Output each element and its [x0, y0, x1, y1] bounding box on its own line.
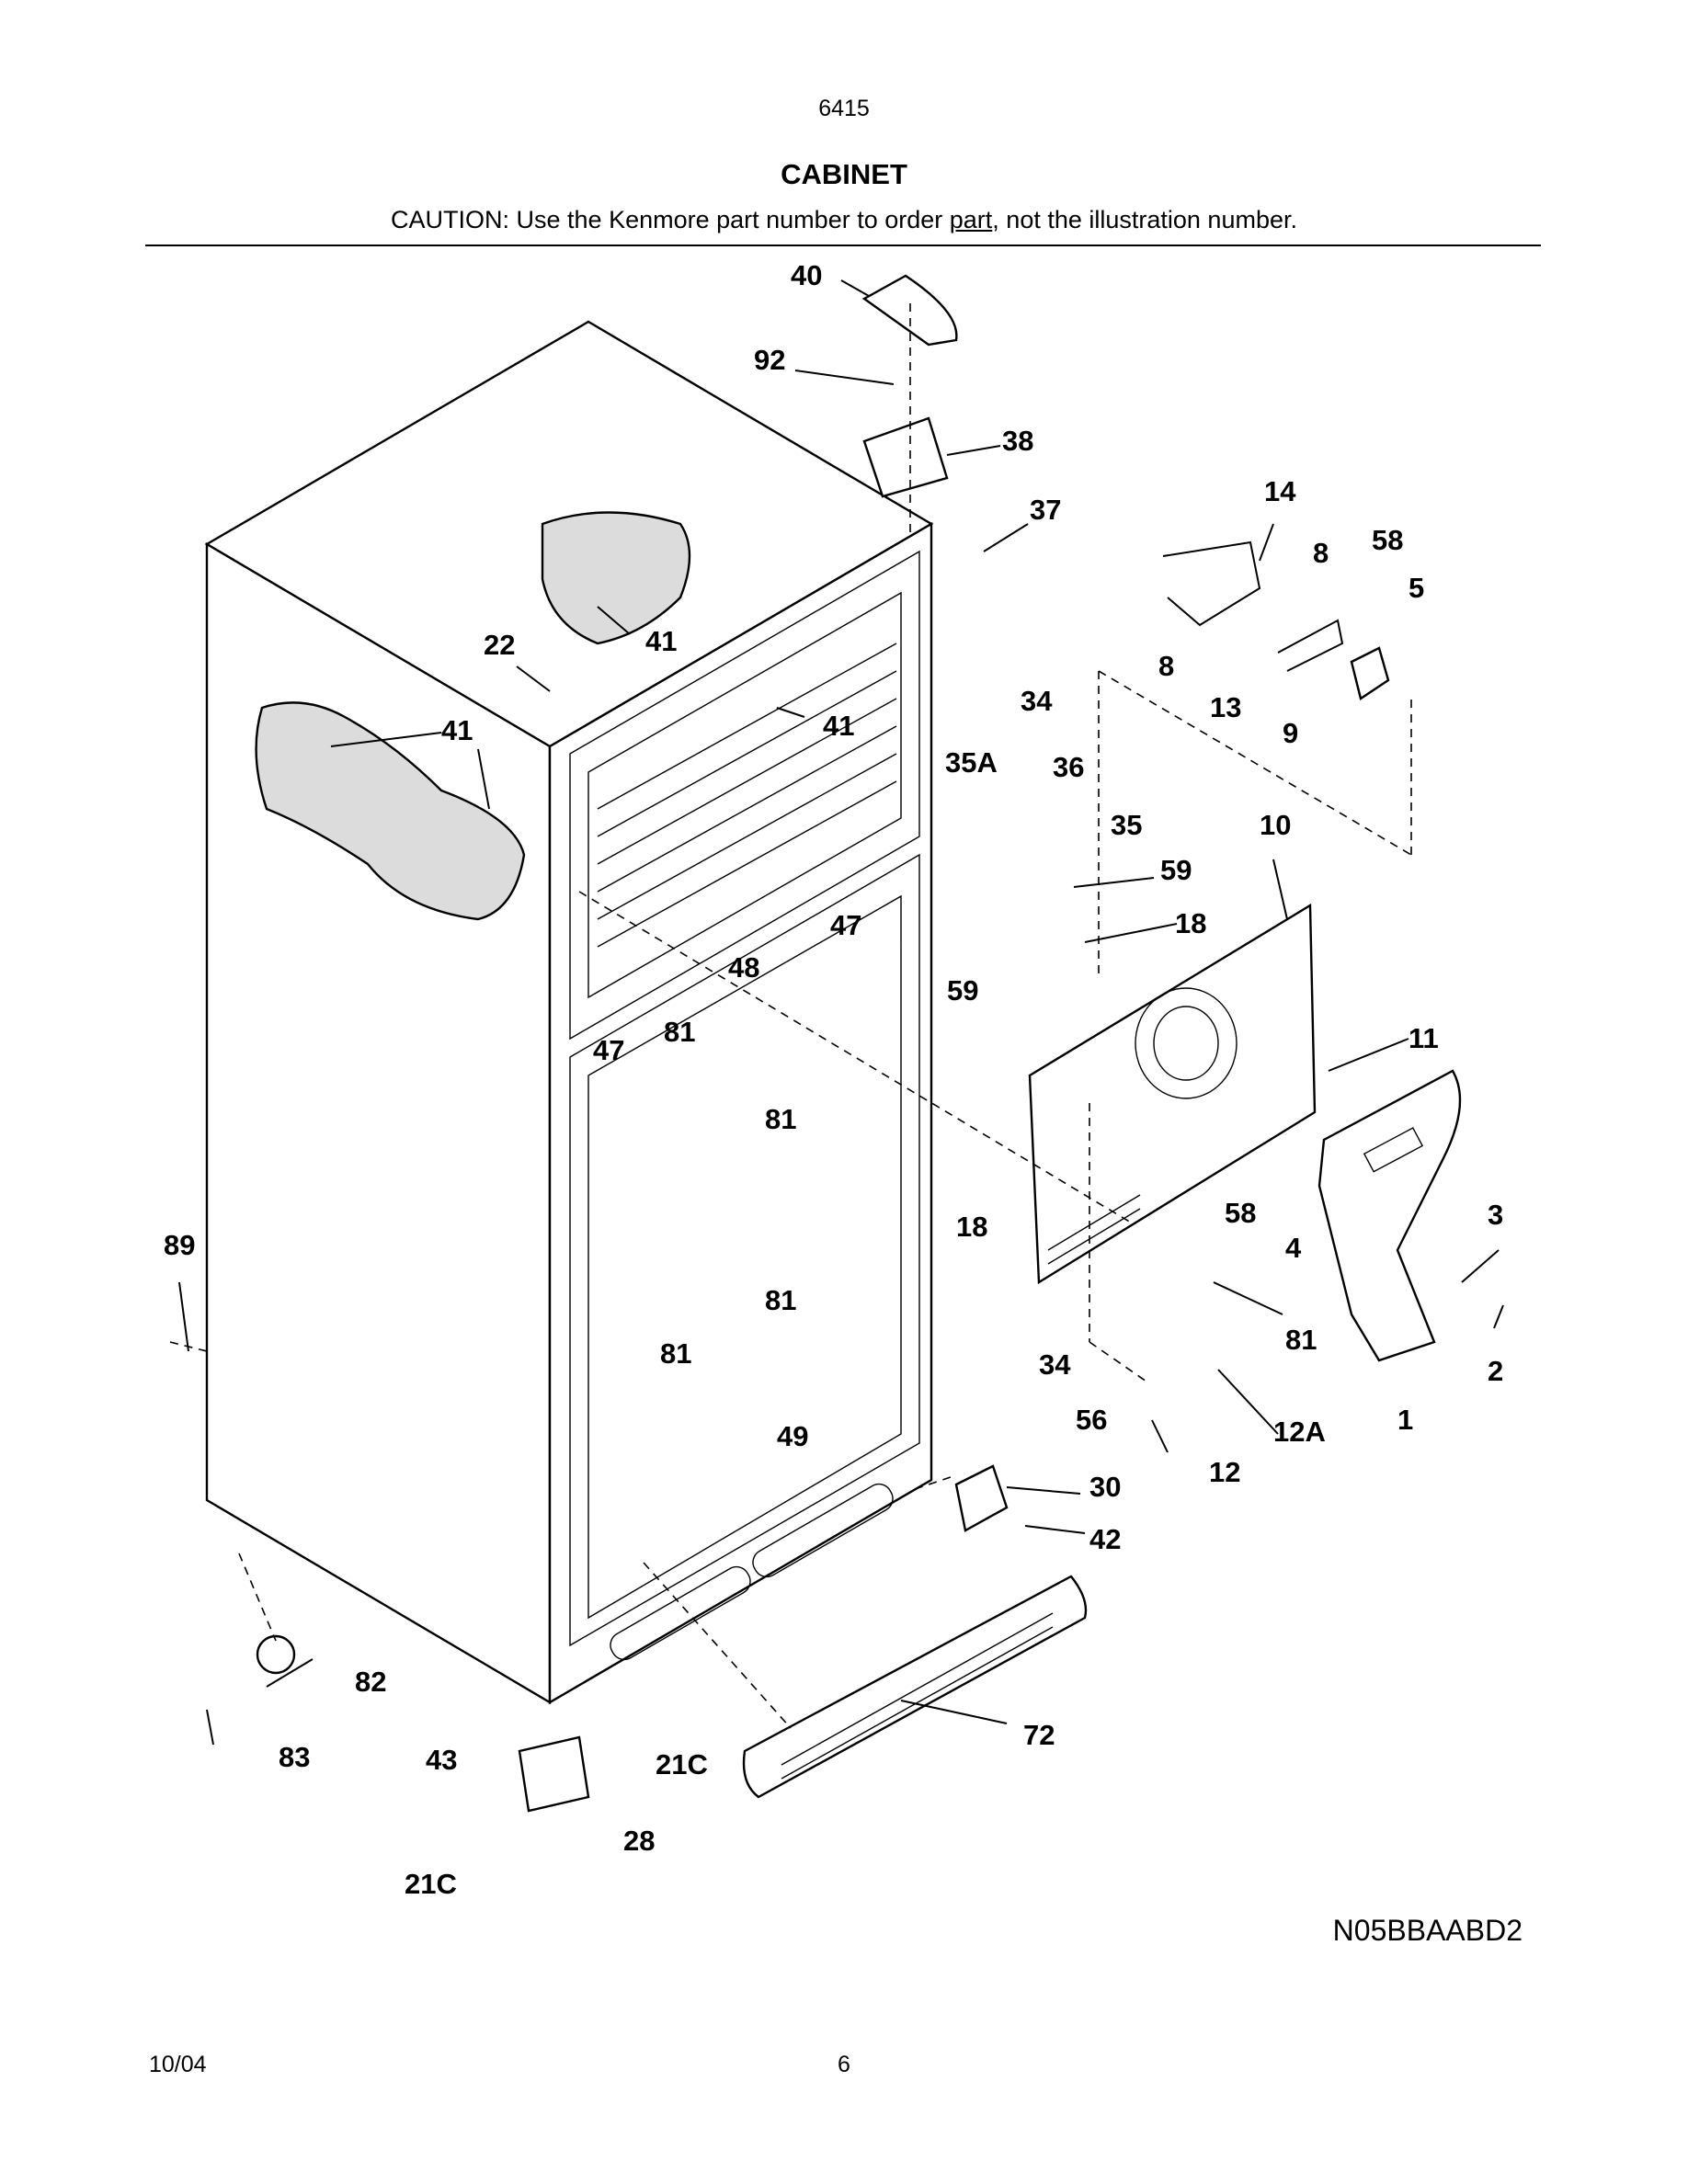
callout-81-lower: 81 — [660, 1337, 691, 1370]
leader-lines — [178, 279, 1504, 1746]
callout-81-bin: 81 — [765, 1284, 796, 1316]
callout-81-top: 81 — [664, 1016, 695, 1048]
callout-34-lower: 34 — [1039, 1348, 1071, 1381]
callout-36: 36 — [1053, 751, 1084, 783]
callout-30: 30 — [1089, 1471, 1121, 1503]
callout-14: 14 — [1264, 475, 1296, 507]
callout-47-left: 47 — [593, 1034, 624, 1066]
callout-35A: 35A — [945, 746, 998, 779]
callout-4: 4 — [1285, 1232, 1302, 1264]
callout-59-lower: 59 — [947, 974, 978, 1007]
callout-49: 49 — [777, 1420, 808, 1452]
callout-8-upper: 8 — [1313, 537, 1329, 569]
callout-13: 13 — [1210, 691, 1241, 723]
callout-5: 5 — [1409, 572, 1424, 604]
callout-81-middle: 81 — [765, 1103, 796, 1135]
revision-date: 10/04 — [149, 2052, 207, 2077]
callout-28: 28 — [623, 1825, 655, 1857]
callout-9: 9 — [1283, 717, 1298, 749]
callout-1: 1 — [1397, 1404, 1413, 1436]
caution-part-word: part — [949, 206, 993, 233]
callout-43: 43 — [426, 1744, 457, 1776]
callout-40: 40 — [791, 259, 822, 291]
callout-41-inner: 41 — [823, 710, 854, 742]
caution-text-start: CAUTION: Use the Kenmore part number to … — [391, 206, 950, 233]
callout-38: 38 — [1002, 425, 1033, 457]
control-housing-1 — [1317, 1069, 1462, 1362]
callout-72: 72 — [1023, 1719, 1055, 1751]
caution-text-end: , not the illustration number. — [992, 206, 1297, 233]
callout-12: 12 — [1209, 1456, 1240, 1488]
callout-56: 56 — [1076, 1404, 1107, 1436]
left-duct-41 — [255, 701, 526, 921]
callout-10: 10 — [1260, 809, 1291, 841]
callout-21C-right: 21C — [656, 1748, 708, 1780]
fan-bracket-9 — [1162, 540, 1390, 700]
callout-92: 92 — [754, 344, 785, 376]
page-title: CABINET — [781, 158, 907, 190]
callout-3: 3 — [1488, 1199, 1503, 1231]
callout-48: 48 — [728, 951, 759, 984]
evaporator-cover-10 — [1028, 903, 1317, 1285]
callout-47-right: 47 — [830, 909, 861, 941]
callout-18-lower: 18 — [956, 1211, 987, 1243]
callout-59-upper: 59 — [1160, 854, 1192, 886]
callout-18-upper: 18 — [1175, 907, 1206, 939]
lower-grille-72 — [742, 1575, 1088, 1799]
callout-81-cover: 81 — [1285, 1324, 1317, 1356]
callout-21C-bottom: 21C — [405, 1868, 457, 1900]
header-divider — [145, 245, 1541, 246]
callout-labels: 40 92 38 37 14 8 58 5 8 13 9 22 41 41 41… — [164, 259, 1503, 1900]
hinge-parts — [256, 274, 1009, 1813]
model-number: 6415 — [818, 96, 870, 121]
callout-22: 22 — [484, 629, 515, 661]
callout-82: 82 — [355, 1666, 386, 1698]
callout-41-left: 41 — [441, 714, 473, 746]
drawing-code: N05BBAABD2 — [1332, 1914, 1523, 1947]
callout-35: 35 — [1111, 809, 1142, 841]
callout-89: 89 — [164, 1229, 195, 1261]
callout-83: 83 — [279, 1741, 310, 1773]
caution-note: CAUTION: Use the Kenmore part number to … — [0, 206, 1688, 234]
top-duct-41 — [541, 511, 691, 645]
callout-58-upper: 58 — [1372, 524, 1403, 556]
callout-12A: 12A — [1273, 1416, 1326, 1448]
callout-37: 37 — [1030, 494, 1061, 526]
callout-8-lower: 8 — [1158, 650, 1174, 682]
callout-42: 42 — [1089, 1523, 1121, 1555]
callout-34-upper: 34 — [1021, 685, 1053, 717]
page-number: 6 — [838, 2052, 850, 2077]
callout-58-lower: 58 — [1225, 1197, 1256, 1229]
assembly-lines — [169, 303, 1412, 1729]
callout-11: 11 — [1409, 1022, 1439, 1054]
callout-2: 2 — [1488, 1355, 1503, 1387]
callout-41-top: 41 — [645, 625, 677, 657]
